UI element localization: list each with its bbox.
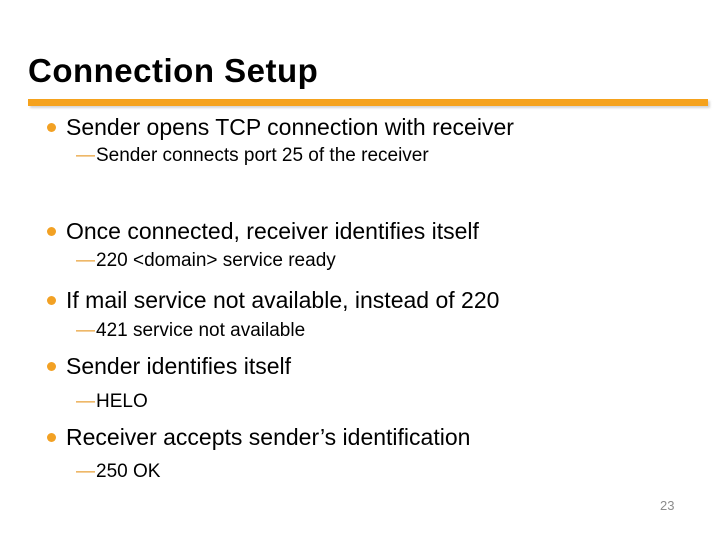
sub-bullet-item-3: —421 service not available bbox=[0, 319, 720, 343]
dash-icon: — bbox=[76, 145, 95, 166]
sub-bullet-text: Sender connects port 25 of the receiver bbox=[96, 145, 429, 166]
bullet-text: Sender identifies itself bbox=[66, 353, 292, 379]
bullet-item-2: Once connected, receiver identifies itse… bbox=[0, 217, 720, 245]
bullet-item-1: Sender opens TCP connection with receive… bbox=[0, 113, 720, 141]
bullet-item-5: Receiver accepts sender’s identification bbox=[0, 423, 720, 451]
dash-icon: — bbox=[76, 320, 95, 341]
dash-icon: — bbox=[76, 391, 95, 412]
bullet-text: Once connected, receiver identifies itse… bbox=[66, 218, 479, 244]
bullet-dot-icon bbox=[47, 433, 56, 442]
sub-bullet-text: 421 service not available bbox=[96, 320, 306, 341]
bullet-item-3: If mail service not available, instead o… bbox=[0, 286, 720, 314]
sub-bullet-text: 220 <domain> service ready bbox=[96, 250, 336, 271]
bullet-dot-icon bbox=[47, 362, 56, 371]
sub-bullet-text: 250 OK bbox=[96, 461, 161, 482]
bullet-text: Receiver accepts sender’s identification bbox=[66, 424, 471, 450]
page-number: 23 bbox=[660, 498, 675, 513]
title-underline-bar bbox=[28, 99, 708, 106]
bullet-dot-icon bbox=[47, 296, 56, 305]
bullet-text: If mail service not available, instead o… bbox=[66, 287, 500, 313]
dash-icon: — bbox=[76, 250, 95, 271]
sub-bullet-item-2: —220 <domain> service ready bbox=[0, 249, 720, 273]
bullet-item-4: Sender identifies itself bbox=[0, 352, 720, 380]
slide-title: Connection Setup bbox=[28, 52, 319, 89]
bullet-text: Sender opens TCP connection with receive… bbox=[66, 114, 514, 140]
bullet-dot-icon bbox=[47, 227, 56, 236]
bullet-dot-icon bbox=[47, 123, 56, 132]
sub-bullet-item-5: —250 OK bbox=[0, 460, 720, 484]
sub-bullet-item-4: —HELO bbox=[0, 390, 720, 414]
sub-bullet-item-1: —Sender connects port 25 of the receiver bbox=[0, 144, 720, 168]
dash-icon: — bbox=[76, 461, 95, 482]
sub-bullet-text: HELO bbox=[96, 391, 148, 412]
